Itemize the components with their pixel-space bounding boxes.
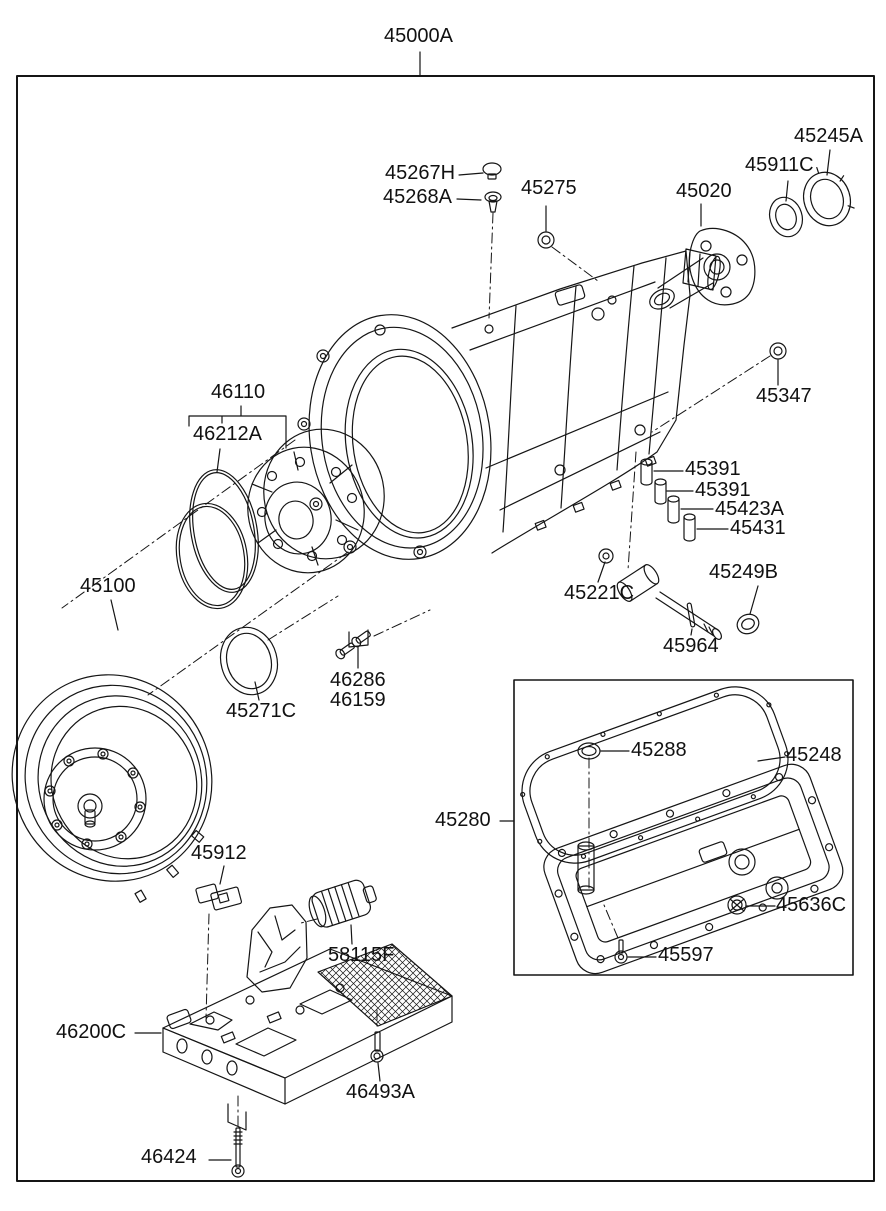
breather-stud-drawing [485,192,501,212]
breather-cap-drawing [483,163,501,179]
bell-flange-ears [298,325,426,558]
part-label-45391-1: 45391 [685,458,741,480]
part-label-58115F: 58115F [328,944,395,966]
spacer-sleeves-drawing [641,459,695,541]
part-label-45100: 45100 [80,575,136,597]
bolts-46286-46159-drawing [334,629,372,661]
part-label-45636C: 45636C [776,894,847,916]
part-label-45280: 45280 [435,809,491,831]
drive-plate-drawing [236,418,396,584]
seal-45911c-drawing [765,193,808,241]
part-label-45268A: 45268A [383,186,452,208]
pan-gasket-drawing [510,675,800,875]
pan-bolt-45597-drawing [615,940,627,963]
part-label-46159: 46159 [330,689,386,711]
part-label-45391-2: 45391 [695,479,751,501]
center-lines [62,213,770,1126]
nut-45347-drawing [770,343,786,359]
part-label-45911C: 45911C [745,154,814,176]
oil-pan-sub-box [514,680,853,975]
oring-46212a-drawing [168,464,267,614]
part-label-46286: 46286 [330,669,386,691]
part-label-46424: 46424 [141,1146,197,1168]
part-label-45431: 45431 [730,517,786,539]
solenoid-58115f-drawing [305,876,380,931]
oil-pan-drawing [538,759,848,979]
part-label-45964: 45964 [663,635,719,657]
leader-lines [111,52,830,1160]
bolt-46424-drawing [232,1128,244,1177]
part-label-45245A: 45245A [794,125,863,147]
converter-bolt-circle [45,749,145,849]
part-label-46200C: 46200C [56,1021,127,1043]
assembly-boundary-box [17,76,874,1181]
part-label-45275: 45275 [521,177,577,199]
part-label-46493A: 46493A [346,1081,415,1103]
companion-flange [646,228,755,313]
part-label-45248: 45248 [786,744,842,766]
seal-45271c-drawing [213,621,285,701]
bolt-46493a-drawing [371,1032,383,1062]
part-label-45912: 45912 [191,842,247,864]
nut-45275-drawing [538,232,554,248]
torque-converter-drawing [0,643,245,914]
part-label-45288: 45288 [631,739,687,761]
part-label-45000A: 45000A [384,25,453,47]
part-label-45020: 45020 [676,180,732,202]
part-label-45423A: 45423A [715,498,784,520]
drain-plug-drawing [728,896,746,914]
part-label-46110: 46110 [211,381,266,403]
part-label-45597: 45597 [658,944,714,966]
oring-45245a-drawing [795,161,857,232]
part-label-45267H: 45267H [385,162,456,184]
extension-shaft-assembly-drawing [599,549,762,641]
part-label-45271C: 45271C [226,700,297,722]
part-label-45347: 45347 [756,385,812,407]
part-label-46212A: 46212A [193,423,262,445]
transmission-case-drawing [292,249,723,573]
part-label-45221C: 45221C [564,582,635,604]
part-label-45249B: 45249B [709,561,778,583]
valve-body-drawing [163,905,452,1130]
bracket-45912-drawing [196,884,242,911]
